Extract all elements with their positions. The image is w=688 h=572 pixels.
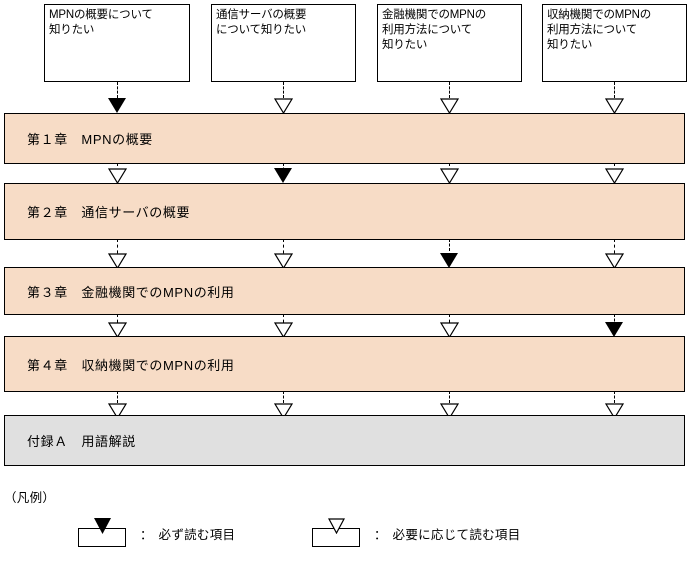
connector-line-c4-s3 [614,314,615,326]
solid-arrow-icon [94,518,111,539]
appendix-bar-label: 付録Ａ 用語解説 [27,434,136,449]
hollow-arrow-icon [327,518,346,539]
question-box-financial-usage: 金融機関でのMPNの 利用方法について 知りたい [377,4,522,82]
chapter-bar-label: 第１章 MPNの概要 [27,132,153,147]
legend-marker-required [78,518,128,548]
connector-line-c4-s4 [614,391,615,403]
solid-arrow-icon-c2-ch2 [274,168,292,183]
connector-line-c2-s2 [283,239,284,259]
appendix-bar: 付録Ａ 用語解説 [4,415,685,466]
connector-line-c4-s0 [614,82,615,98]
solid-arrow-icon-c1-ch1 [108,98,126,113]
connector-line-c3-s0 [449,82,450,98]
connector-line-c1-s4 [117,391,118,403]
question-box-text: MPNの概要について 知りたい [49,9,153,36]
legend-title: （凡例） [4,491,56,505]
question-box-comm-server: 通信サーバの概要 について知りたい [211,4,356,82]
legend-separator: ： [374,527,387,542]
chapter-bar-3: 第３章 金融機関でのMPNの利用 [4,267,685,315]
chapter-bar-label: 第４章 収納機関でのMPNの利用 [27,357,235,373]
question-box-collection-usage: 収納機関でのMPNの 利用方法について 知りたい [542,4,687,82]
connector-line-c1-s0 [117,82,118,98]
solid-arrow-icon-c3-ch3 [440,253,458,268]
question-box-text: 金融機関でのMPNの 利用方法について 知りたい [382,9,487,51]
connector-line-c1-s2 [117,239,118,259]
legend-label-optional: 必要に応じて読む項目 [392,527,521,542]
connector-line-c3-s4 [449,391,450,403]
question-box-text: 通信サーバの概要 について知りたい [216,9,307,36]
chapter-bar-4: 第４章 収納機関でのMPNの利用 [4,336,685,392]
connector-line-c2-s0 [283,82,284,98]
solid-arrow-icon-c4-ch4 [605,322,623,337]
question-box-mpn-overview: MPNの概要について 知りたい [44,4,190,82]
question-box-text: 収納機関でのMPNの 利用方法について 知りたい [547,9,652,51]
connector-line-c4-s2 [614,239,615,259]
chapter-bar-label: 第３章 金融機関でのMPNの利用 [27,284,235,300]
connector-line-c2-s4 [283,391,284,403]
connector-line-c3-s2 [449,239,450,251]
legend-item-required: ： 必ず読む項目 [78,518,235,548]
chapter-bar-2: 第２章 通信サーバの概要 [4,183,685,240]
legend-separator: ： [140,527,153,542]
chapter-bar-label: 第２章 通信サーバの概要 [27,205,191,220]
legend-marker-optional [312,518,362,548]
legend-item-optional: ： 必要に応じて読む項目 [312,518,521,548]
legend-label-required: 必ず読む項目 [158,527,236,542]
chapter-bar-1: 第１章 MPNの概要 [4,113,685,164]
